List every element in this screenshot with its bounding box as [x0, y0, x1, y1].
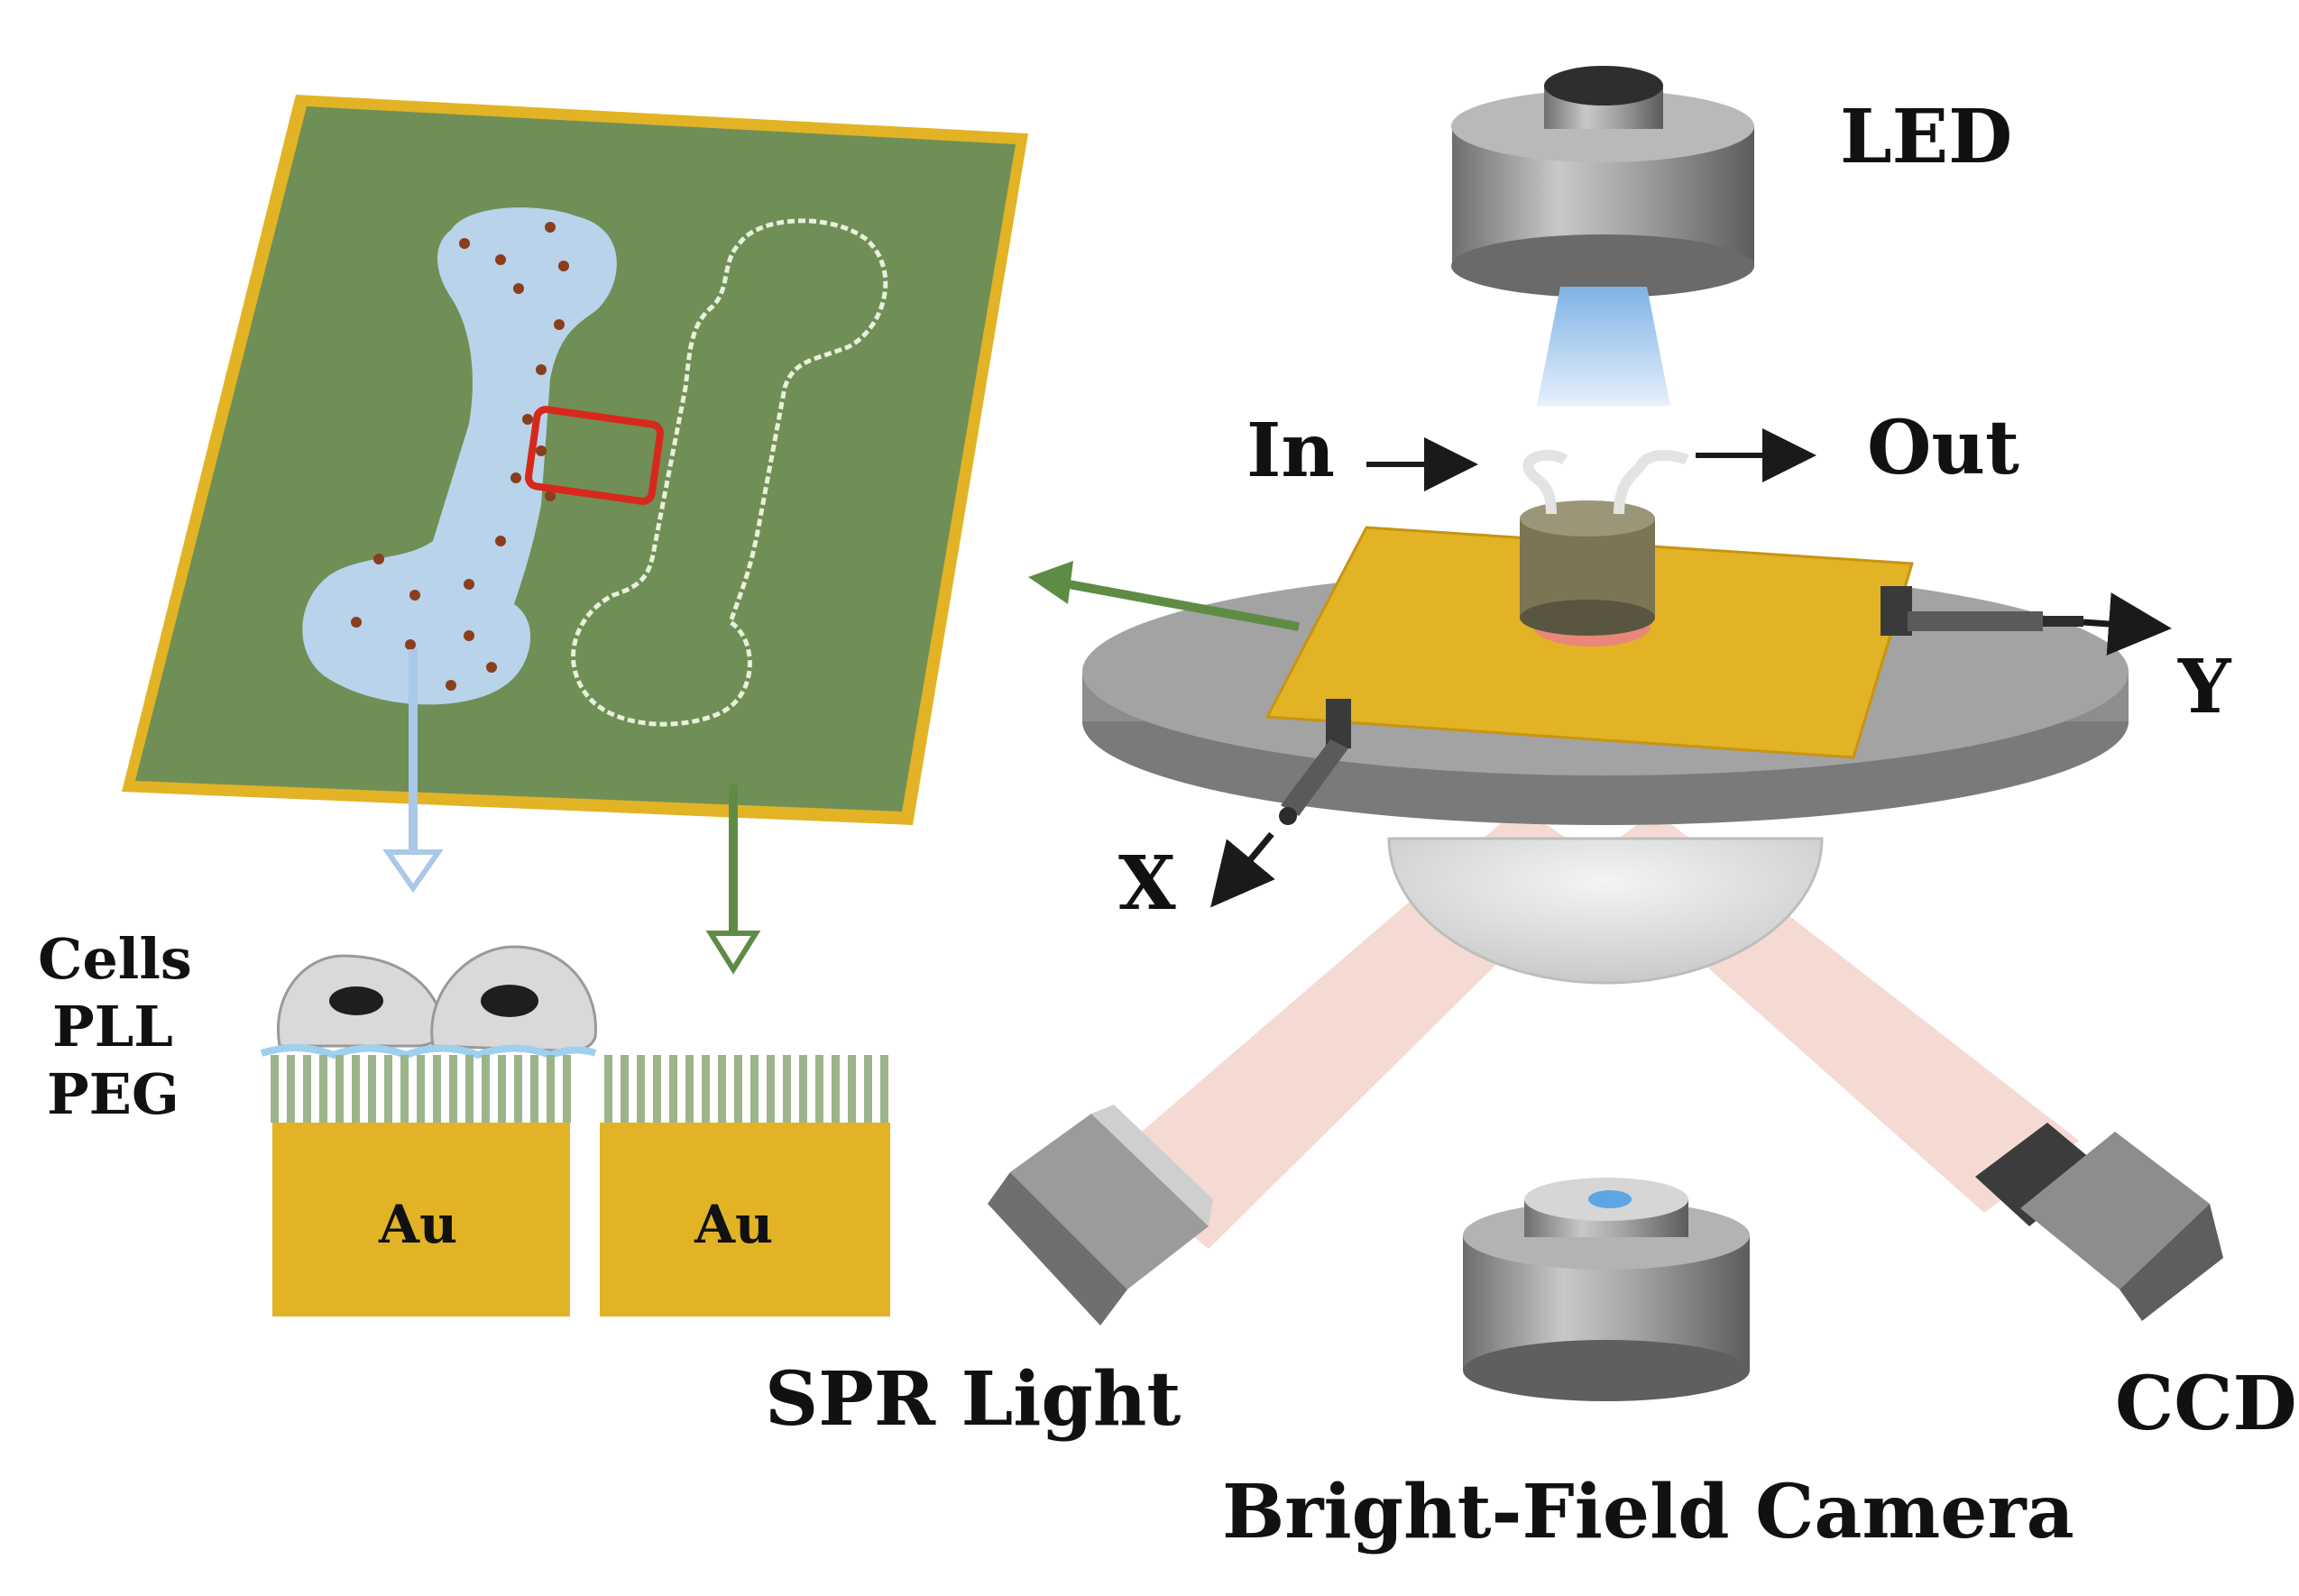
reference-channel	[571, 218, 888, 727]
out-label: Out	[1867, 405, 2019, 491]
led-source	[1451, 66, 1754, 298]
au-label-right: Au	[694, 1194, 773, 1255]
peg-label: PEG	[47, 1061, 179, 1127]
x-micrometer	[1279, 699, 1351, 825]
ccd-camera	[1975, 1123, 2223, 1321]
in-label: In	[1246, 408, 1335, 494]
au-label-left: Au	[378, 1194, 457, 1255]
cell-dots	[351, 222, 569, 691]
cell-nucleus-right	[481, 985, 538, 1017]
gold-substrate-right	[600, 1123, 890, 1316]
flow-cell	[1520, 449, 1689, 636]
x-axis-label: X	[1118, 840, 1176, 927]
pll-layer	[260, 1044, 597, 1059]
ccd-label: CCD	[2115, 1361, 2297, 1447]
led-label: LED	[1840, 94, 2012, 180]
reference-arrowhead-green	[705, 931, 761, 975]
led-beam	[1537, 287, 1670, 406]
pll-label: PLL	[52, 994, 173, 1059]
prism-hemisphere	[1387, 837, 1824, 985]
bright-field-camera	[1463, 1178, 1750, 1401]
spr-light-source	[988, 1105, 1213, 1325]
cell-channel	[302, 207, 617, 705]
gold-substrate-left	[272, 1123, 570, 1316]
stage-to-chip-arrow	[1068, 580, 1300, 631]
y-axis-arrow	[2083, 592, 2172, 656]
peg-brush-left	[271, 1055, 571, 1123]
bright-field-camera-label: Bright-Field Camera	[1222, 1469, 2074, 1555]
channel-arrowhead-blue	[382, 849, 444, 894]
x-axis-arrow	[1210, 831, 1275, 908]
y-axis-label: Y	[2177, 644, 2232, 730]
cross-section-cells	[260, 945, 597, 1059]
cell-nucleus-left	[329, 986, 383, 1015]
microfluidic-chip	[122, 95, 1028, 825]
region-of-interest-box	[524, 406, 665, 505]
spr-light-label: SPR Light	[765, 1356, 1181, 1443]
cells-label: Cells	[38, 926, 192, 992]
stage-to-chip-arrowhead	[1028, 561, 1073, 604]
y-micrometer	[1881, 586, 2083, 636]
peg-brush-right	[604, 1055, 888, 1123]
